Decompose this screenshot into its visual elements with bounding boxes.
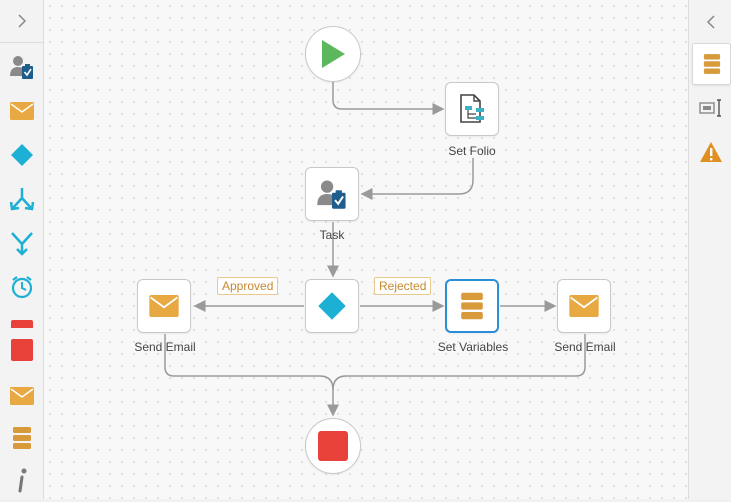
set-folio-label: Set Folio [448, 144, 496, 158]
end-tool-partial[interactable] [0, 318, 43, 328]
task-node[interactable] [305, 167, 359, 221]
task-tool[interactable] [0, 45, 43, 89]
end-stop-icon [318, 431, 348, 461]
play-icon [322, 40, 345, 68]
start-node[interactable] [305, 26, 361, 82]
email-tool[interactable] [0, 89, 43, 133]
end-stop-icon [10, 339, 33, 361]
email-icon [149, 295, 179, 317]
task-person-icon [317, 180, 346, 209]
variables-icon [12, 427, 31, 449]
split-tool[interactable] [0, 177, 43, 221]
info-tool[interactable] [0, 458, 43, 502]
send-email-right-node[interactable] [557, 279, 611, 333]
field-select-button[interactable] [692, 88, 729, 128]
rejected-edge-label[interactable]: Rejected [374, 277, 432, 295]
left-toolbar [0, 0, 44, 499]
decision-diamond-icon [10, 144, 33, 166]
chevron-right-icon [17, 14, 26, 28]
collapse-panel-button[interactable] [692, 2, 729, 42]
send-email-right-label: Send Email [554, 340, 616, 354]
warnings-button[interactable] [692, 132, 729, 172]
email-tool-2[interactable] [0, 374, 43, 418]
connector-lines [164, 82, 586, 417]
edge-email-right-to-end [332, 334, 586, 391]
split-icon [9, 188, 34, 211]
variables-icon [461, 292, 483, 320]
variables-panel-button[interactable] [692, 43, 731, 85]
end-tool[interactable] [0, 328, 43, 372]
set-folio-icon [460, 94, 484, 123]
field-select-icon [698, 99, 721, 117]
send-email-left-node[interactable] [137, 279, 191, 333]
decision-diamond-icon [318, 292, 346, 320]
timer-icon [11, 276, 32, 299]
merge-tool[interactable] [0, 221, 43, 265]
edge-start-to-setfolio [332, 82, 445, 115]
merge-icon [10, 232, 33, 256]
decision-tool[interactable] [0, 133, 43, 177]
chevron-left-icon [706, 15, 715, 29]
timer-tool[interactable] [0, 265, 43, 309]
variables-tool[interactable] [0, 416, 43, 460]
edge-email-left-to-end [164, 334, 339, 417]
edge-setfolio-to-task [360, 158, 474, 200]
set-folio-node[interactable] [445, 82, 499, 136]
set-variables-label: Set Variables [437, 340, 509, 354]
task-person-icon [9, 56, 33, 79]
email-icon [569, 295, 599, 317]
set-variables-node[interactable] [445, 279, 499, 333]
decision-node[interactable] [305, 279, 359, 333]
email-icon [9, 387, 34, 405]
end-node[interactable] [305, 418, 361, 474]
expand-toolbar-button[interactable] [0, 0, 43, 43]
variables-icon [703, 54, 720, 74]
approved-edge-label[interactable]: Approved [217, 277, 279, 295]
workflow-canvas[interactable]: Set Folio Task Approved Rejected Send Em… [44, 0, 688, 499]
right-panel [688, 0, 731, 499]
info-icon [18, 468, 26, 493]
email-icon [9, 102, 34, 120]
task-label: Task [319, 228, 345, 242]
warning-icon [699, 142, 722, 162]
end-stop-icon [10, 320, 33, 328]
send-email-left-label: Send Email [134, 340, 196, 354]
